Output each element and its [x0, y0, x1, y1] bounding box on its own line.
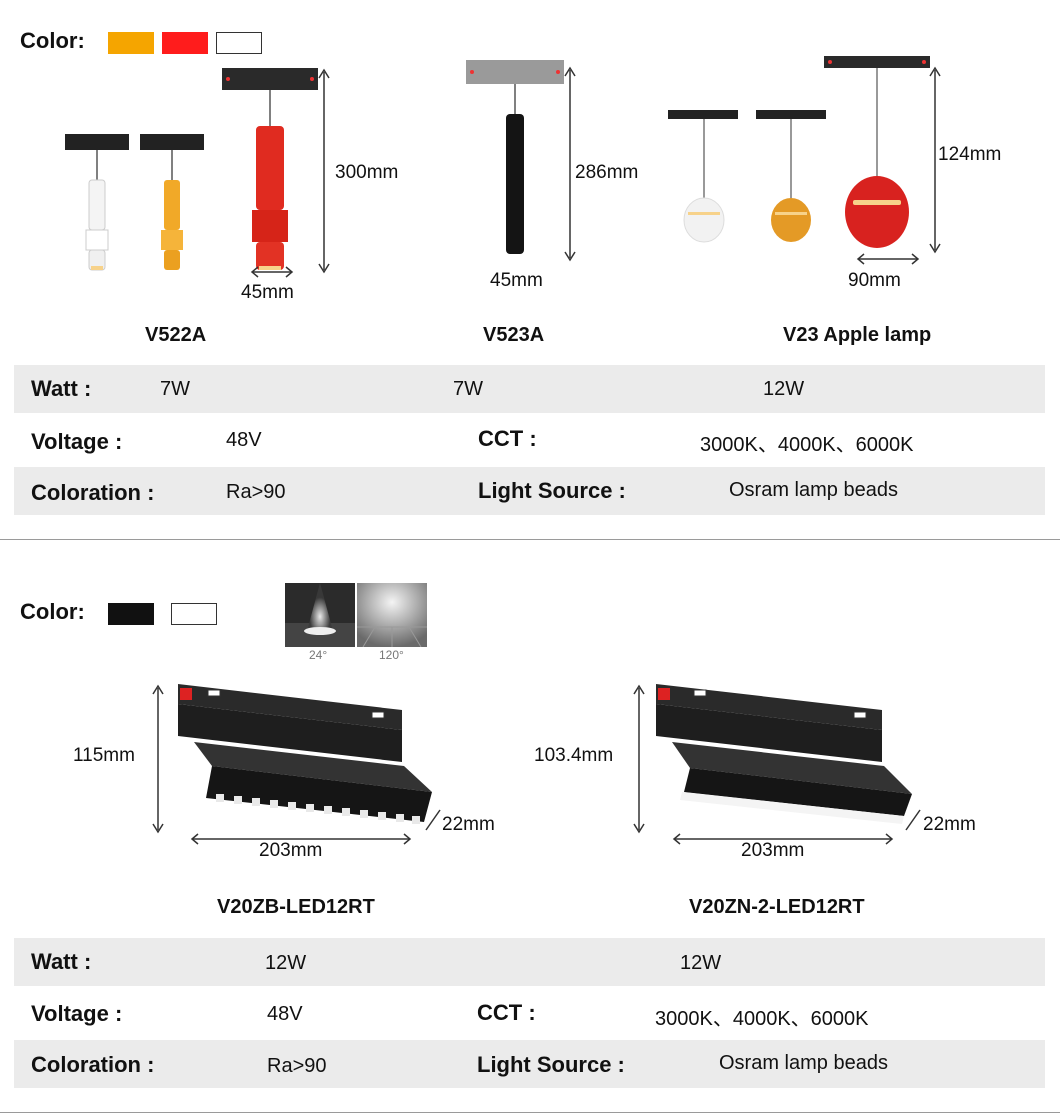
voltage-label-2: Voltage :	[31, 1001, 123, 1026]
v20zn-product-image	[656, 684, 912, 824]
coloration-value-2: Ra>90	[267, 1055, 327, 1077]
watt-value-v522a: 7W	[160, 378, 190, 400]
spec-row-coloration-source-2: Coloration : Ra>90 Light Source : Osram …	[14, 1040, 1045, 1088]
model-v20zb: V20ZB-LED12RT	[217, 896, 375, 918]
light-source-value: Osram lamp beads	[729, 479, 898, 501]
v522a-height-dimension: 300mm	[335, 162, 399, 183]
watt-value-v523a: 7W	[453, 378, 483, 400]
v23-width-arrow	[856, 253, 920, 265]
model-v523a: V523A	[483, 324, 545, 346]
v23-height-line	[929, 66, 941, 254]
color-swatch-white-2	[171, 603, 217, 625]
model-v23-apple-lamp: V23 Apple lamp	[783, 324, 932, 346]
spec-row-voltage-cct: Voltage : 48V CCT : 3000K、4000K、6000K	[14, 416, 1045, 464]
cct-label: CCT :	[478, 426, 537, 451]
section-divider	[0, 539, 1060, 540]
v523a-product-image	[466, 60, 564, 254]
v23-height-dimension: 124mm	[938, 144, 1002, 165]
spec-row-voltage-cct-2: Voltage : 48V CCT : 3000K、4000K、6000K	[14, 989, 1045, 1037]
v20zb-width-arrow	[190, 833, 412, 845]
color-label: Color:	[20, 28, 85, 53]
v20zn-height-dimension: 103.4mm	[534, 745, 614, 766]
cct-value: 3000K、4000K、6000K	[700, 434, 914, 456]
color-label-2: Color:	[20, 599, 85, 624]
voltage-value: 48V	[226, 429, 262, 451]
light-source-label-2: Light Source :	[477, 1052, 625, 1077]
spec-row-coloration-source: Coloration : Ra>90 Light Source : Osram …	[14, 467, 1045, 515]
coloration-value: Ra>90	[226, 481, 286, 503]
v523a-height-line	[564, 66, 576, 262]
v522a-height-line	[318, 68, 330, 274]
cct-label-2: CCT :	[477, 1000, 536, 1025]
v23-apple-lamp-image	[668, 56, 930, 248]
v522a-width-arrow	[250, 266, 294, 278]
watt-value-v20zn: 12W	[680, 952, 722, 974]
voltage-value-2: 48V	[267, 1003, 303, 1025]
v20zn-width-dimension: 203mm	[741, 840, 805, 861]
watt-value-v23: 12W	[763, 378, 805, 400]
v523a-width-dimension: 45mm	[490, 270, 543, 291]
v20zn-depth-arrow	[905, 809, 921, 831]
coloration-label: Coloration :	[31, 480, 155, 505]
v20zb-product-image	[178, 684, 432, 824]
beam-angle-24: 24°	[309, 648, 328, 662]
v20zb-depth-dimension: 22mm	[442, 814, 495, 835]
watt-label: Watt :	[31, 376, 92, 401]
color-swatch-black	[108, 603, 154, 625]
bottom-divider	[0, 1112, 1060, 1113]
v20zb-depth-arrow	[425, 809, 441, 831]
v23-width-dimension: 90mm	[848, 270, 901, 291]
watt-label-2: Watt :	[31, 949, 92, 974]
v523a-height-dimension: 286mm	[575, 162, 639, 183]
beam-120-thumbnail	[357, 583, 427, 647]
color-swatch-orange	[108, 32, 154, 54]
v522a-product-image	[65, 68, 318, 271]
v20zn-height-line	[633, 684, 645, 834]
v20zb-height-dimension: 115mm	[73, 745, 135, 766]
model-v20zn: V20ZN-2-LED12RT	[689, 896, 865, 918]
voltage-label: Voltage :	[31, 429, 123, 454]
v20zb-height-line	[152, 684, 164, 834]
v20zn-depth-dimension: 22mm	[923, 814, 976, 835]
v20zb-width-dimension: 203mm	[259, 840, 323, 861]
watt-value-v20zb: 12W	[265, 952, 307, 974]
v20zn-width-arrow	[672, 833, 894, 845]
spec-row-watt-2: Watt : 12W 12W	[14, 938, 1045, 986]
v522a-width-dimension: 45mm	[241, 282, 294, 303]
beam-angle-120: 120°	[379, 648, 404, 662]
beam-24-thumbnail	[285, 583, 355, 647]
coloration-label-2: Coloration :	[31, 1052, 155, 1077]
light-source-value-2: Osram lamp beads	[719, 1052, 888, 1074]
cct-value-2: 3000K、4000K、6000K	[655, 1008, 869, 1030]
light-source-label: Light Source :	[478, 478, 626, 503]
spec-row-watt: Watt : 7W 7W 12W	[14, 365, 1045, 413]
color-swatch-white	[216, 32, 262, 54]
model-v522a: V522A	[145, 324, 207, 346]
color-swatch-red	[162, 32, 208, 54]
